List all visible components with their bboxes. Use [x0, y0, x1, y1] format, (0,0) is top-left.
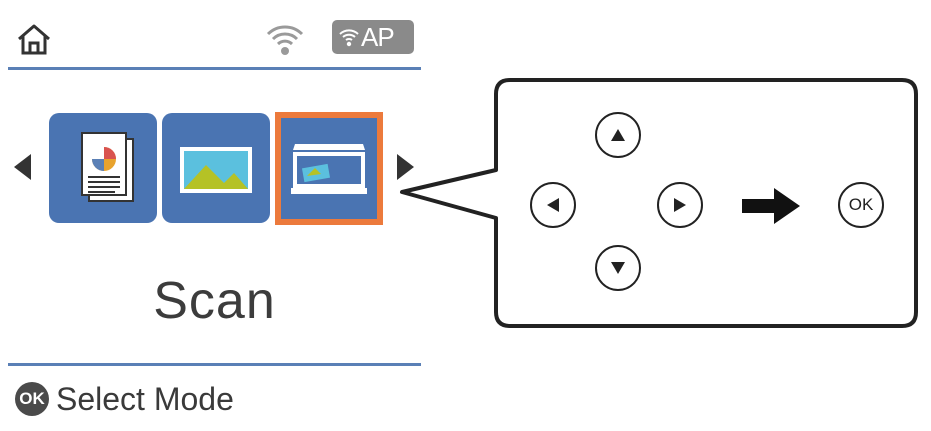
- document-chart-icon: [81, 132, 134, 202]
- photo-mode-tile[interactable]: [162, 113, 270, 223]
- then-arrow-icon: [740, 186, 802, 231]
- scan-mode-tile-selected[interactable]: [275, 112, 383, 225]
- wifi-icon: [265, 22, 305, 61]
- printer-lcd-panel: AP: [8, 6, 421, 426]
- top-divider: [8, 67, 421, 70]
- triangle-up-icon: [611, 129, 625, 141]
- left-button[interactable]: [530, 182, 576, 228]
- carousel-right-arrow-icon[interactable]: [395, 152, 417, 187]
- down-button[interactable]: [595, 245, 641, 291]
- ap-badge-label: AP: [361, 21, 395, 52]
- carousel-left-arrow-icon[interactable]: [11, 152, 33, 187]
- ap-mode-badge: AP: [332, 20, 414, 54]
- scanner-icon: [291, 144, 367, 194]
- copy-mode-tile[interactable]: [49, 113, 157, 223]
- ok-badge-icon: OK: [15, 382, 49, 416]
- footer-hint-label: Select Mode: [56, 381, 234, 417]
- triangle-left-icon: [547, 198, 559, 212]
- up-button[interactable]: [595, 112, 641, 158]
- photo-landscape-icon: [180, 147, 252, 193]
- current-mode-label: Scan: [153, 272, 276, 330]
- mode-carousel: [8, 109, 421, 229]
- triangle-down-icon: [611, 262, 625, 274]
- ok-button[interactable]: OK: [838, 182, 884, 228]
- right-button[interactable]: [657, 182, 703, 228]
- bottom-divider: [8, 363, 421, 366]
- wifi-small-icon: [339, 29, 359, 47]
- status-bar: AP: [8, 6, 421, 64]
- home-icon[interactable]: [16, 22, 52, 61]
- triangle-right-icon: [674, 198, 686, 212]
- footer-hint: OK Select Mode: [8, 368, 421, 426]
